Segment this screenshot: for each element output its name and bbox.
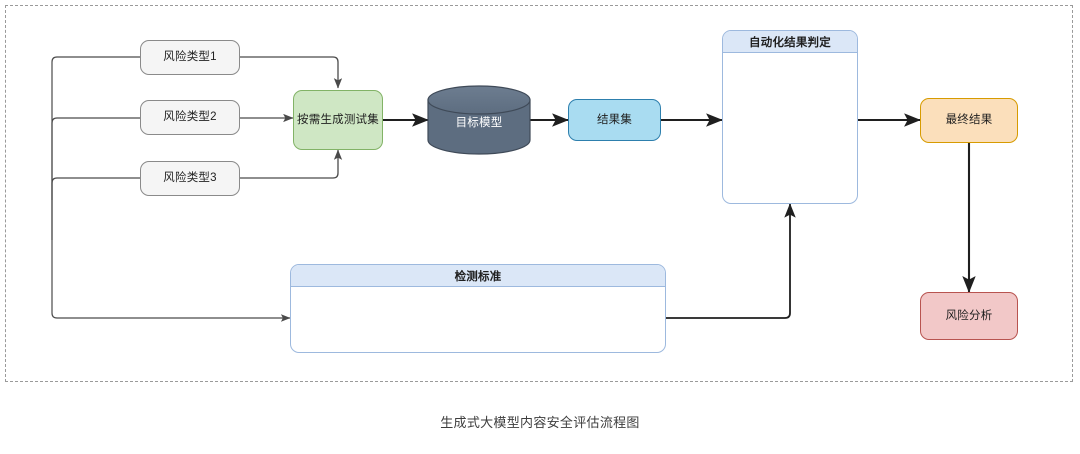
node-target-model-label: 目标模型	[455, 117, 503, 129]
node-risk-type-3[interactable]: 风险类型3	[140, 161, 240, 196]
node-final-result[interactable]: 最终结果	[920, 98, 1018, 143]
diagram-frame	[5, 5, 1073, 382]
node-risk-type-2-label: 风险类型2	[163, 111, 217, 124]
node-generate-testset-label: 按需生成测试集	[297, 113, 379, 126]
node-risk-type-1-label: 风险类型1	[163, 51, 217, 64]
node-result-set-label: 结果集	[596, 113, 633, 126]
node-final-result-label: 最终结果	[945, 114, 993, 127]
container-auto-judge-title: 自动化结果判定	[723, 31, 857, 53]
node-risk-analysis-label: 风险分析	[945, 309, 993, 322]
node-result-set[interactable]: 结果集	[568, 99, 661, 141]
container-criteria-title: 检测标准	[291, 265, 665, 287]
node-risk-type-1[interactable]: 风险类型1	[140, 40, 240, 75]
node-risk-type-3-label: 风险类型3	[163, 172, 217, 185]
container-auto-judge[interactable]: 自动化结果判定 人工干预 机器判定	[722, 30, 858, 204]
node-risk-analysis[interactable]: 风险分析	[920, 292, 1018, 340]
diagram-caption: 生成式大模型内容安全评估流程图	[440, 415, 640, 430]
container-criteria[interactable]: 检测标准 判定标准1 判定标准3 判定标准3	[290, 264, 666, 353]
node-generate-testset[interactable]: 按需生成测试集	[293, 90, 383, 150]
node-target-model[interactable]: 目标模型	[428, 86, 530, 154]
node-risk-type-2[interactable]: 风险类型2	[140, 100, 240, 135]
